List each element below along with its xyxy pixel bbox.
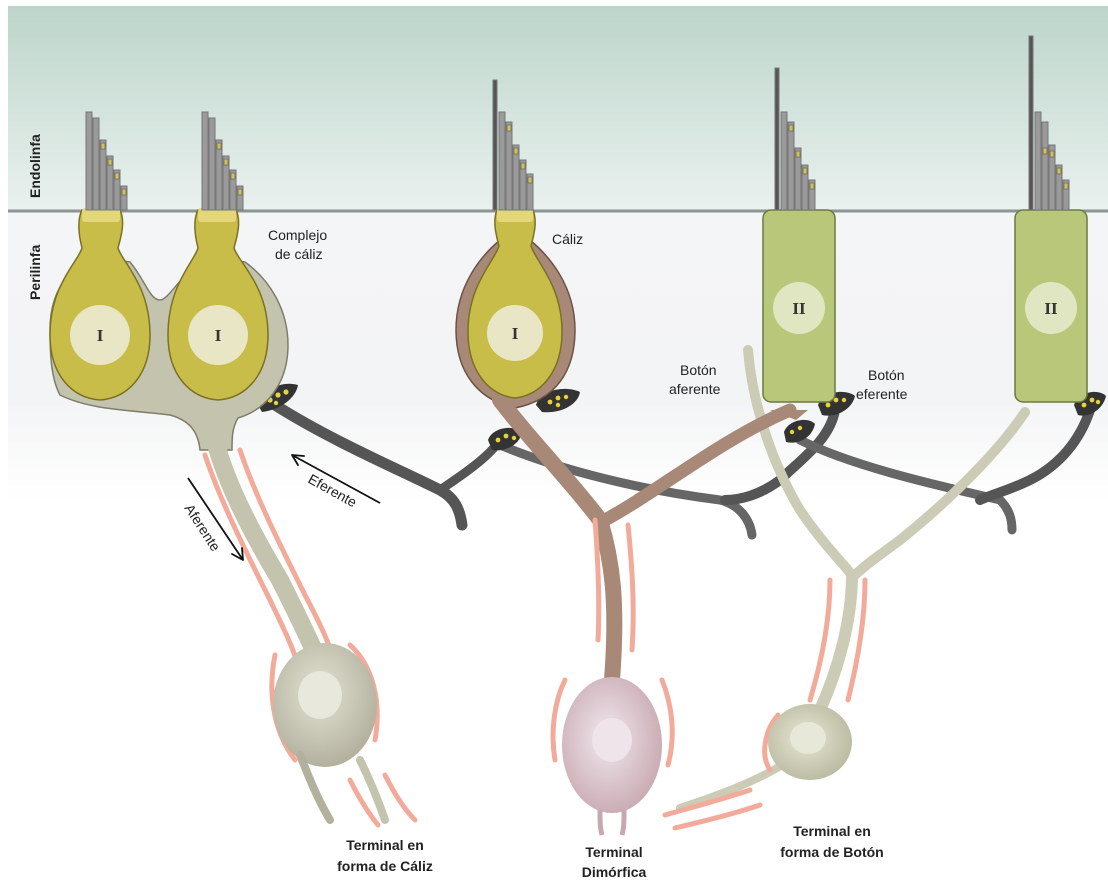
calyx-terminal-caption-line2: forma de Cáliz: [337, 858, 433, 874]
dimorphic-terminal-caption-line1: Terminal: [585, 844, 642, 860]
bouton-terminal-caption-line1: Terminal en: [793, 823, 871, 839]
endolymph-region: [8, 6, 1108, 211]
afferent-arrow-label: Aferente: [181, 501, 223, 554]
calyx-complex-label-line1: Complejo: [268, 227, 327, 243]
endolymph-label: Endolinfa: [27, 134, 43, 198]
type-two-label-e: II: [1044, 299, 1058, 318]
efferent-bouton-label-line2: eferente: [856, 386, 908, 402]
type-one-label-c: I: [512, 324, 519, 343]
perilymph-label: Perilinfa: [27, 245, 43, 300]
type-two-label-d: II: [792, 299, 806, 318]
calyx-terminal-caption-line1: Terminal en: [346, 837, 424, 853]
bouton-terminal-caption-line2: forma de Botón: [780, 844, 883, 860]
afferent-bouton-label-line1: Botón: [680, 362, 717, 378]
calyx-label: Cáliz: [552, 231, 583, 247]
efferent-bouton-label-line1: Botón: [868, 367, 905, 383]
afferent-bouton-label-line2: aferente: [669, 381, 721, 397]
type-two-hair-cell-e: II: [1015, 210, 1087, 402]
type-two-hair-cell-d: II: [763, 210, 835, 402]
type-one-label-b: I: [215, 326, 222, 345]
type-one-label-a: I: [97, 326, 104, 345]
calyx-complex-label-line2: de cáliz: [275, 246, 322, 262]
bouton-axon-tail: [680, 760, 790, 808]
dimorphic-terminal-caption-line2: Dimórfica: [582, 864, 647, 880]
calyx-complex-axon-tail: [360, 760, 385, 820]
